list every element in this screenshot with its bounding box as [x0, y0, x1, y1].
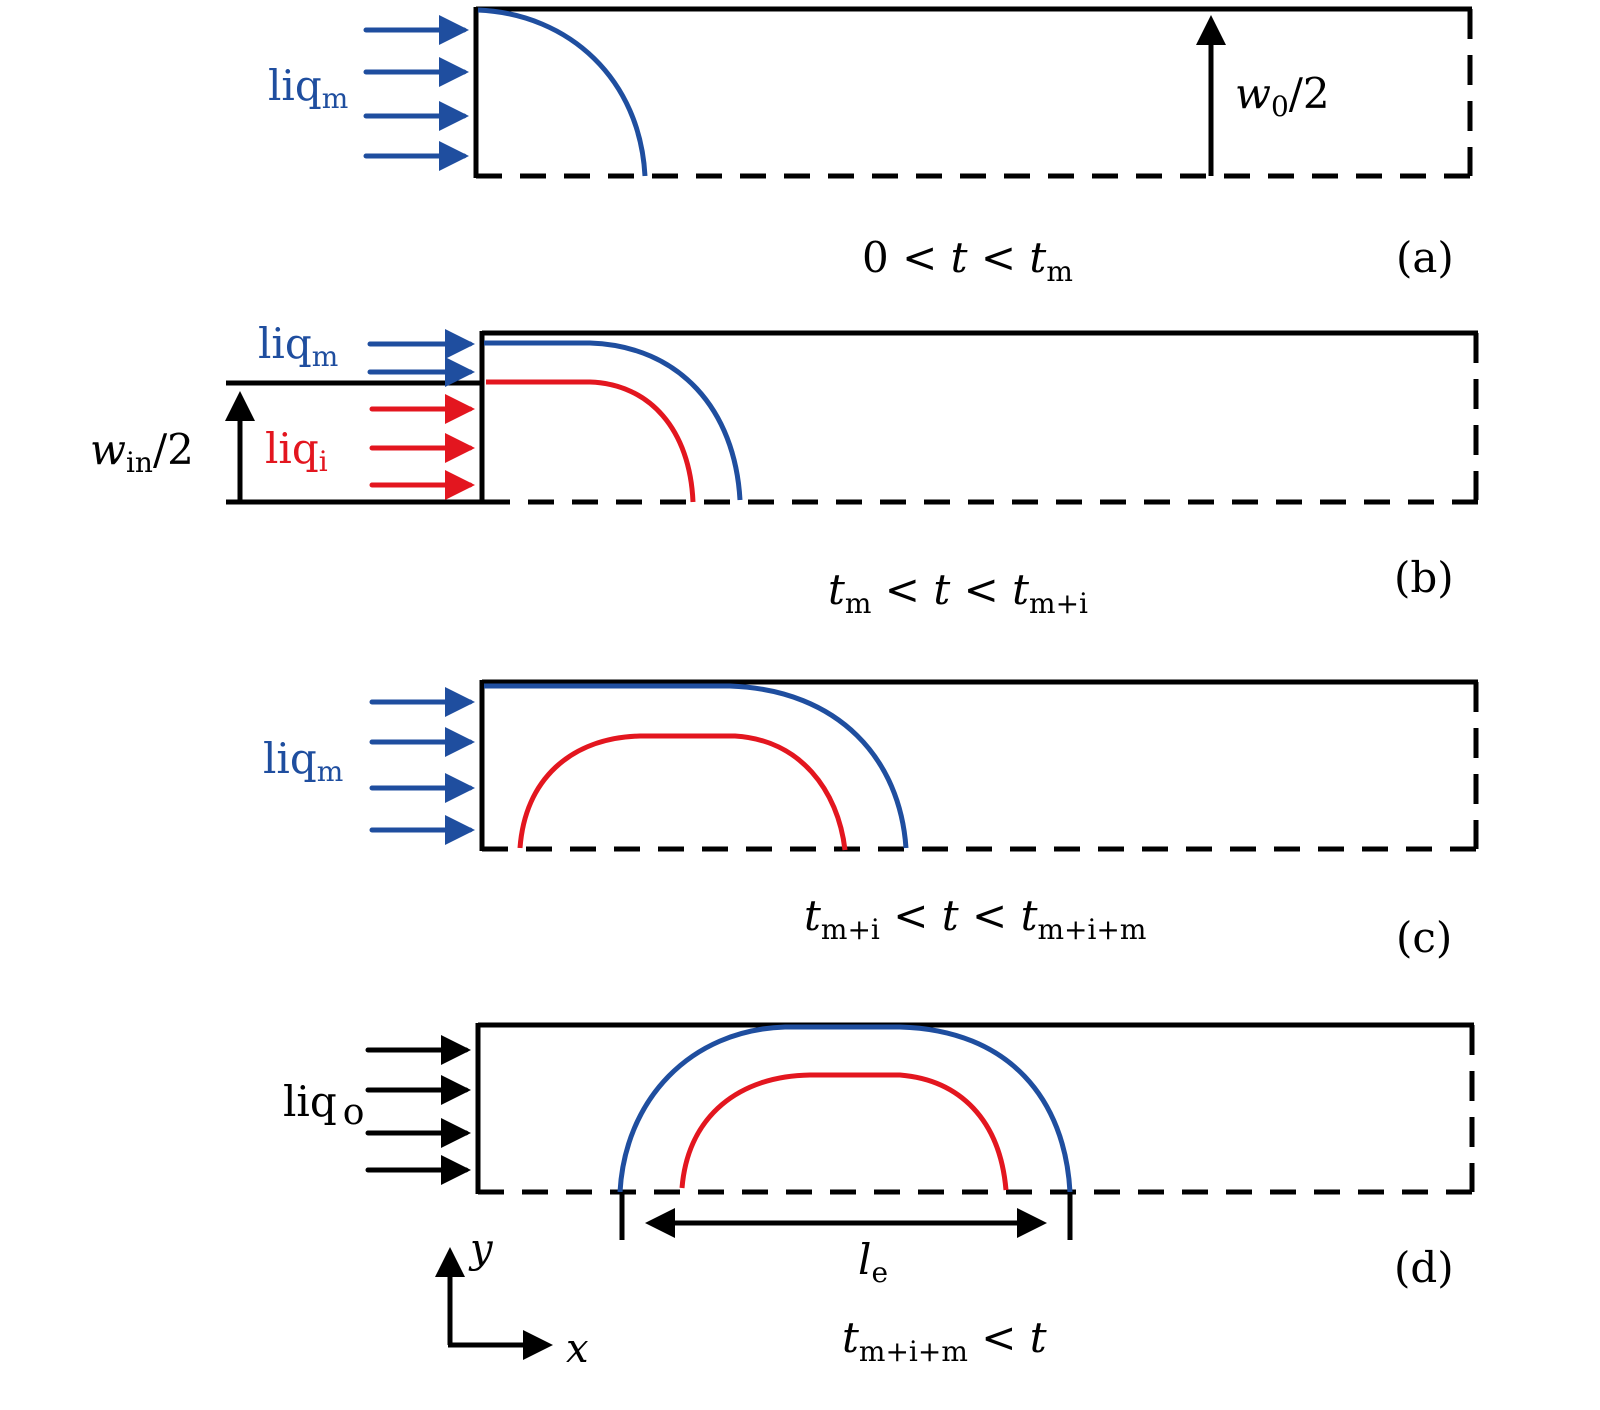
interface-liq-m: [617, 1024, 1073, 1193]
interface-liq-m: [477, 7, 648, 177]
inlet-label-liq-m: liqm: [263, 734, 343, 788]
inlet-arrows-liq-m: [369, 687, 475, 845]
condition-text: t: [951, 233, 968, 282]
coordinate-axes: [435, 1247, 553, 1360]
axis-label-y: y: [468, 1226, 494, 1272]
condition-text: <: [880, 891, 942, 940]
condition-text: t: [1030, 1313, 1047, 1362]
condition-subscript: m: [1046, 255, 1073, 288]
condition-label: 0 < t < tm: [862, 233, 1073, 288]
dimension-label-w0: w0/2: [1235, 69, 1330, 123]
panel-tag: (a): [1396, 233, 1454, 282]
inlet-label-liq-m: liqm: [268, 61, 348, 115]
panel-a: liqm w0/2 0 < t < tm (a): [268, 6, 1473, 288]
inlet-arrows-liq-i: [369, 394, 475, 500]
inlet-arrows-liq-o: [365, 1035, 471, 1185]
inlet-arrows-liq-m: [363, 15, 469, 171]
condition-subscript: m+i: [1029, 587, 1088, 620]
condition-subscript: m+i+m: [1037, 913, 1146, 946]
condition-text: t: [942, 891, 959, 940]
dimension-label-win: win/2: [90, 425, 194, 479]
condition-text: t: [828, 565, 845, 614]
inlet-label-liq-m: liqm: [258, 319, 338, 373]
condition-text: <: [968, 233, 1030, 282]
panel-tag: (c): [1396, 913, 1452, 962]
channel-walls: [479, 679, 1479, 852]
interface-liq-m: [484, 683, 909, 849]
condition-text: t: [804, 891, 821, 940]
condition-text: <: [968, 1313, 1030, 1362]
interface-liq-i: [679, 1072, 1009, 1191]
condition-label: tm+i < t < tm+i+m: [804, 891, 1146, 946]
condition-label: tm+i+m < t: [842, 1313, 1047, 1368]
condition-text: 0 <: [862, 233, 951, 282]
panel-b: liqm liqi win/2 tm < t < tm+i (b): [90, 319, 1479, 620]
condition-subscript: m+i: [821, 913, 880, 946]
condition-label: tm < t < tm+i: [828, 565, 1088, 620]
condition-text: <: [950, 565, 1012, 614]
interface-liq-i: [517, 733, 848, 851]
panel-tag: (d): [1394, 1243, 1454, 1292]
panel-tag: (b): [1394, 553, 1454, 602]
panel-c: liqm tm+i < t < tm+i+m (c): [263, 679, 1479, 962]
inlet-arrows-liq-m: [367, 329, 475, 387]
condition-text: <: [959, 891, 1021, 940]
interface-liq-m: [484, 340, 743, 501]
condition-subscript: m: [845, 587, 872, 620]
interface-liq-i: [486, 379, 696, 503]
channel-walls: [473, 6, 1473, 179]
channel-walls: [226, 330, 1479, 505]
condition-text: <: [871, 565, 933, 614]
inlet-label-liq-i: liqi: [265, 424, 328, 478]
condition-subscript: m+i+m: [859, 1335, 968, 1368]
condition-text: t: [1029, 233, 1046, 282]
condition-text: t: [842, 1313, 859, 1362]
channel-walls: [475, 1022, 1475, 1195]
condition-text: t: [1021, 891, 1038, 940]
axis-label-x: x: [566, 1326, 589, 1372]
length-label-le: le: [858, 1235, 888, 1289]
condition-text: t: [933, 565, 950, 614]
condition-text: t: [1012, 565, 1029, 614]
length-dimension: [619, 1192, 1073, 1240]
